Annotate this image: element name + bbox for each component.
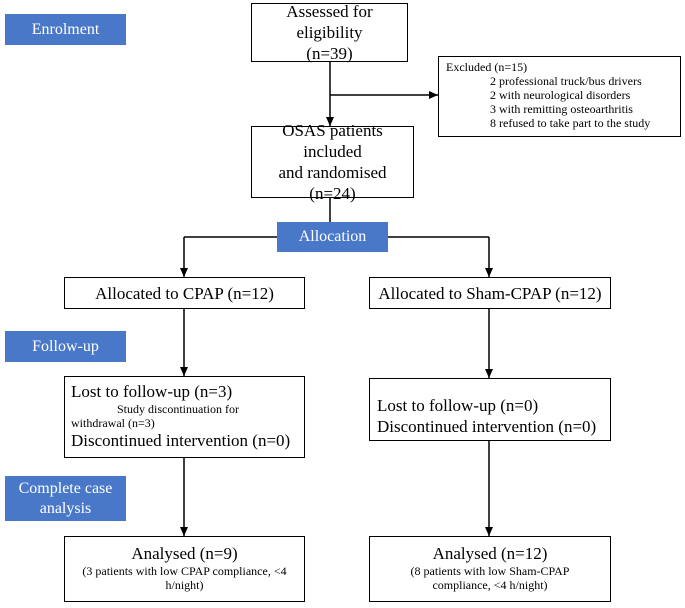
allocated-sham-text: Allocated to Sham-CPAP (n=12) bbox=[378, 283, 602, 303]
allocated-cpap-box: Allocated to CPAP (n=12) bbox=[64, 277, 305, 309]
stage-label-followup: Follow-up bbox=[5, 331, 126, 362]
randomised-box: OSAS patients included and randomised (n… bbox=[251, 121, 414, 203]
assessed-box: Assessed for eligibility (n=39) bbox=[251, 2, 408, 63]
excluded-item: 2 professional truck/bus drivers bbox=[490, 74, 642, 88]
stage-label-allocation-text: Allocation bbox=[298, 228, 367, 245]
assessed-line1: Assessed for eligibility bbox=[286, 2, 373, 42]
stage-label-complete-line2: analysis bbox=[39, 499, 92, 517]
analysed-cpap-box: Analysed (n=9) (3 patients with low CPAP… bbox=[64, 536, 305, 602]
followup-cpap-reason-line1: Study discontinuation for bbox=[117, 402, 239, 416]
excluded-item: 8 refused to take part to the study bbox=[490, 116, 651, 130]
analysed-cpap-title: Analysed (n=9) bbox=[131, 543, 238, 563]
stage-label-enrolment-text: Enrolment bbox=[31, 20, 100, 38]
followup-sham-box: Lost to follow-up (n=0) Discontinued int… bbox=[369, 378, 611, 441]
analysed-sham-note-line1: (8 patients with low Sham-CPAP bbox=[410, 563, 570, 578]
followup-cpap-reason-line2: withdrawal (n=3) bbox=[71, 416, 155, 430]
excluded-box: Excluded (n=15) 2 professional truck/bus… bbox=[438, 56, 681, 137]
analysed-cpap-note-line2: h/night) bbox=[165, 577, 204, 592]
randomised-line1: OSAS patients included bbox=[282, 121, 383, 161]
stage-label-complete-case: Complete case analysis bbox=[5, 476, 126, 521]
randomised-line2: and randomised bbox=[278, 163, 387, 182]
excluded-title: Excluded (n=15) bbox=[446, 60, 528, 74]
followup-cpap-box: Lost to follow-up (n=3) Study discontinu… bbox=[64, 376, 305, 458]
stage-label-followup-text: Follow-up bbox=[32, 337, 99, 355]
excluded-item: 2 with neurological disorders bbox=[490, 88, 631, 102]
followup-sham-lost: Lost to follow-up (n=0) bbox=[377, 396, 539, 415]
analysed-cpap-note-line1: (3 patients with low CPAP compliance, <4 bbox=[82, 563, 287, 578]
followup-cpap-lost: Lost to follow-up (n=3) bbox=[71, 382, 233, 401]
assessed-line2: (n=39) bbox=[306, 44, 353, 63]
allocated-sham-box: Allocated to Sham-CPAP (n=12) bbox=[369, 277, 611, 309]
allocated-cpap-text: Allocated to CPAP (n=12) bbox=[95, 283, 274, 303]
analysed-sham-box: Analysed (n=12) (8 patients with low Sha… bbox=[369, 536, 611, 602]
randomised-line3: (n=24) bbox=[309, 184, 356, 203]
stage-label-enrolment: Enrolment bbox=[5, 14, 126, 45]
analysed-sham-note-line2: compliance, <4 h/night) bbox=[432, 577, 548, 592]
stage-label-complete-line1: Complete case bbox=[18, 479, 113, 497]
followup-cpap-discontinued: Discontinued intervention (n=0) bbox=[71, 431, 291, 450]
excluded-item: 3 with remitting osteoarthritis bbox=[490, 102, 633, 116]
analysed-sham-title: Analysed (n=12) bbox=[432, 543, 548, 563]
stage-label-allocation: Allocation bbox=[277, 222, 388, 252]
followup-sham-discontinued: Discontinued intervention (n=0) bbox=[377, 417, 597, 436]
